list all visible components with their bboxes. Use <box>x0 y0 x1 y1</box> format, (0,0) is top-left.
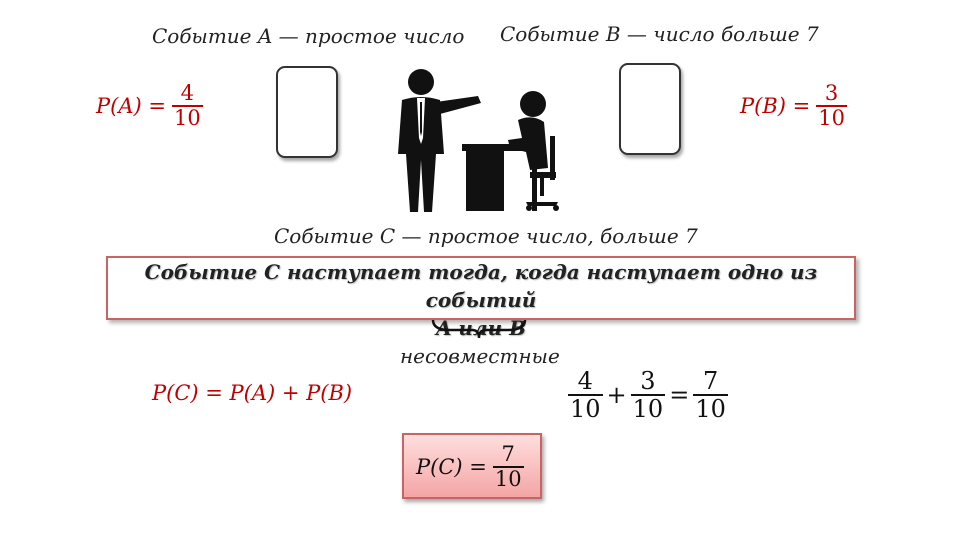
fraction-denominator: 10 <box>568 394 603 424</box>
fraction-numerator: 7 <box>501 442 515 466</box>
equals-sign: = <box>669 381 690 410</box>
fraction-1: 4 10 <box>568 368 603 423</box>
mutually-exclusive-label: несовместные <box>400 344 560 368</box>
probability-a-fraction: 4 10 <box>171 81 203 131</box>
fraction-denominator: 10 <box>816 105 847 131</box>
event-b-heading: Событие B — число больше 7 <box>500 22 819 46</box>
fraction-denominator: 10 <box>630 394 666 424</box>
fraction-result: 7 10 <box>693 368 728 423</box>
explanation-line-1: Событие C наступает тогда, когда наступа… <box>144 260 818 312</box>
fraction-2: 3 10 <box>630 367 666 424</box>
event-a-heading: Событие A — простое число <box>152 24 465 48</box>
result-lhs: P(C) = <box>416 455 487 480</box>
fraction-numerator: 7 <box>702 367 719 395</box>
fraction-arithmetic: 4 10 + 3 10 = 7 10 <box>568 368 728 423</box>
fraction-numerator: 4 <box>577 367 593 395</box>
card-b <box>619 63 681 155</box>
explanation-line-2: A или B <box>435 316 527 340</box>
teacher-student-illustration <box>398 69 559 212</box>
result-box: P(C) = 7 10 <box>402 433 542 499</box>
card-a <box>276 66 338 158</box>
probability-b-formula: P(B) = 3 10 <box>740 81 847 131</box>
fraction-numerator: 3 <box>640 367 656 395</box>
probability-a-lhs: P(A) = <box>96 94 166 119</box>
fraction-denominator: 10 <box>693 394 728 424</box>
curly-brace-icon <box>431 319 527 339</box>
sum-formula: P(C) = P(A) + P(B) <box>152 381 353 405</box>
probability-b-fraction: 3 10 <box>816 81 847 131</box>
result-fraction: 7 10 <box>492 442 524 492</box>
fraction-denominator: 10 <box>171 105 203 131</box>
fraction-denominator: 10 <box>492 466 524 492</box>
event-c-explanation-box: Событие C наступает тогда, когда наступа… <box>106 256 856 340</box>
fraction-numerator: 3 <box>824 81 839 105</box>
event-c-heading: Событие C — простое число, больше 7 <box>274 224 698 248</box>
fraction-numerator: 4 <box>180 81 194 105</box>
probability-b-lhs: P(B) = <box>740 94 811 119</box>
probability-a-formula: P(A) = 4 10 <box>96 81 203 131</box>
plus-sign: + <box>606 381 627 410</box>
